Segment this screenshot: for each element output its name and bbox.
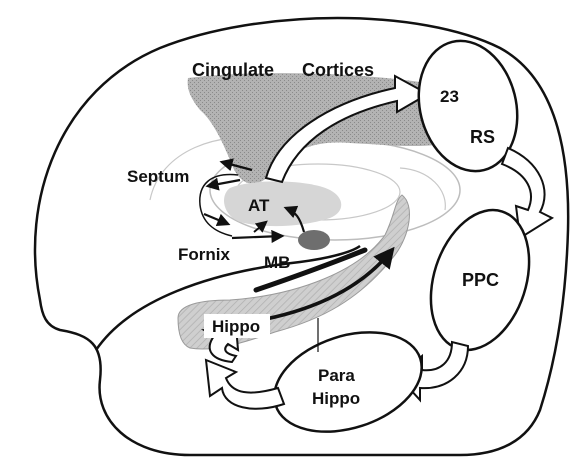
label-cingulate: Cingulate <box>192 60 274 80</box>
label-area-23: 23 <box>440 87 459 106</box>
label-rs: RS <box>470 127 495 147</box>
label-cortices: Cortices <box>302 60 374 80</box>
label-parahippo-hippo: Hippo <box>312 389 360 408</box>
anterior-thalamus-region <box>224 181 341 226</box>
label-fornix: Fornix <box>178 245 230 264</box>
label-hippo: Hippo <box>212 317 260 336</box>
label-ppc: PPC <box>462 270 499 290</box>
label-mb: MB <box>264 253 290 272</box>
label-at: AT <box>248 196 270 215</box>
mammillary-body <box>298 230 330 250</box>
label-para: Para <box>318 366 355 385</box>
label-septum: Septum <box>127 167 189 186</box>
